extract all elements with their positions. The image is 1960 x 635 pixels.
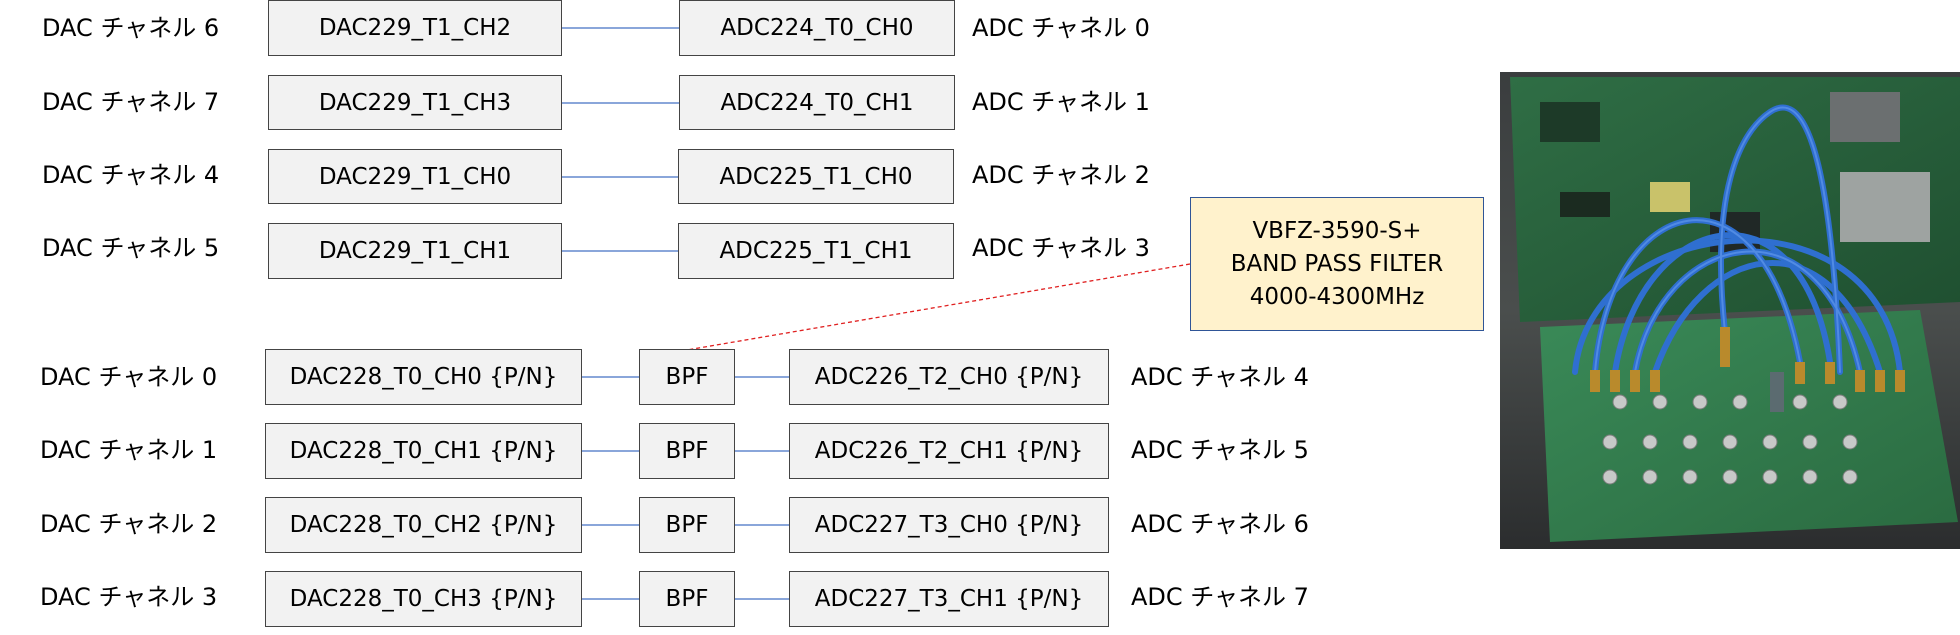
- adc-channel-label: ADC チャネル 1: [972, 88, 1150, 116]
- bpf-box: BPF: [639, 349, 735, 405]
- callout-frequency-range: 4000-4300MHz: [1249, 283, 1425, 310]
- dac-channel-label: DAC チャネル 1: [40, 436, 218, 464]
- adc-box: ADC224_T0_CH0: [679, 0, 955, 56]
- dac-channel-label: DAC チャネル 0: [40, 363, 218, 391]
- adc-box: ADC227_T3_CH0 {P/N}: [789, 497, 1109, 553]
- adc-channel-label: ADC チャネル 4: [1131, 363, 1309, 391]
- callout-leader-line: [686, 263, 1191, 351]
- bpf-box: BPF: [639, 571, 735, 627]
- dac-box: DAC229_T1_CH0: [268, 149, 562, 204]
- adc-channel-label: ADC チャネル 7: [1131, 583, 1309, 611]
- adc-box: ADC226_T2_CH1 {P/N}: [789, 423, 1109, 479]
- dac-channel-label: DAC チャネル 5: [42, 234, 220, 262]
- dac-channel-label: DAC チャネル 4: [42, 161, 220, 189]
- board-photo: [1500, 72, 1960, 549]
- adc-channel-label: ADC チャネル 3: [972, 234, 1150, 262]
- dac-box: DAC229_T1_CH1: [268, 223, 562, 279]
- filter-callout: VBFZ-3590-S+ BAND PASS FILTER 4000-4300M…: [1190, 197, 1484, 331]
- dac-box: DAC229_T1_CH3: [268, 75, 562, 130]
- callout-description: BAND PASS FILTER: [1230, 250, 1444, 277]
- adc-channel-label: ADC チャネル 0: [972, 14, 1150, 42]
- dac-box: DAC228_T0_CH3 {P/N}: [265, 571, 582, 627]
- dac-channel-label: DAC チャネル 7: [42, 88, 220, 116]
- dac-box: DAC228_T0_CH1 {P/N}: [265, 423, 582, 479]
- adc-channel-label: ADC チャネル 2: [972, 161, 1150, 189]
- dac-channel-label: DAC チャネル 2: [40, 510, 218, 538]
- adc-channel-label: ADC チャネル 5: [1131, 436, 1309, 464]
- adc-box: ADC227_T3_CH1 {P/N}: [789, 571, 1109, 627]
- dac-box: DAC228_T0_CH0 {P/N}: [265, 349, 582, 405]
- dac-channel-label: DAC チャネル 3: [40, 583, 218, 611]
- adc-box: ADC225_T1_CH1: [678, 223, 954, 279]
- dac-channel-label: DAC チャネル 6: [42, 14, 220, 42]
- adc-box: ADC225_T1_CH0: [678, 149, 954, 204]
- dac-box: DAC228_T0_CH2 {P/N}: [265, 497, 582, 553]
- adc-box: ADC224_T0_CH1: [679, 75, 955, 130]
- bpf-box: BPF: [639, 423, 735, 479]
- callout-part-number: VBFZ-3590-S+: [1252, 217, 1422, 244]
- bpf-box: BPF: [639, 497, 735, 553]
- adc-channel-label: ADC チャネル 6: [1131, 510, 1309, 538]
- dac-box: DAC229_T1_CH2: [268, 0, 562, 56]
- adc-box: ADC226_T2_CH0 {P/N}: [789, 349, 1109, 405]
